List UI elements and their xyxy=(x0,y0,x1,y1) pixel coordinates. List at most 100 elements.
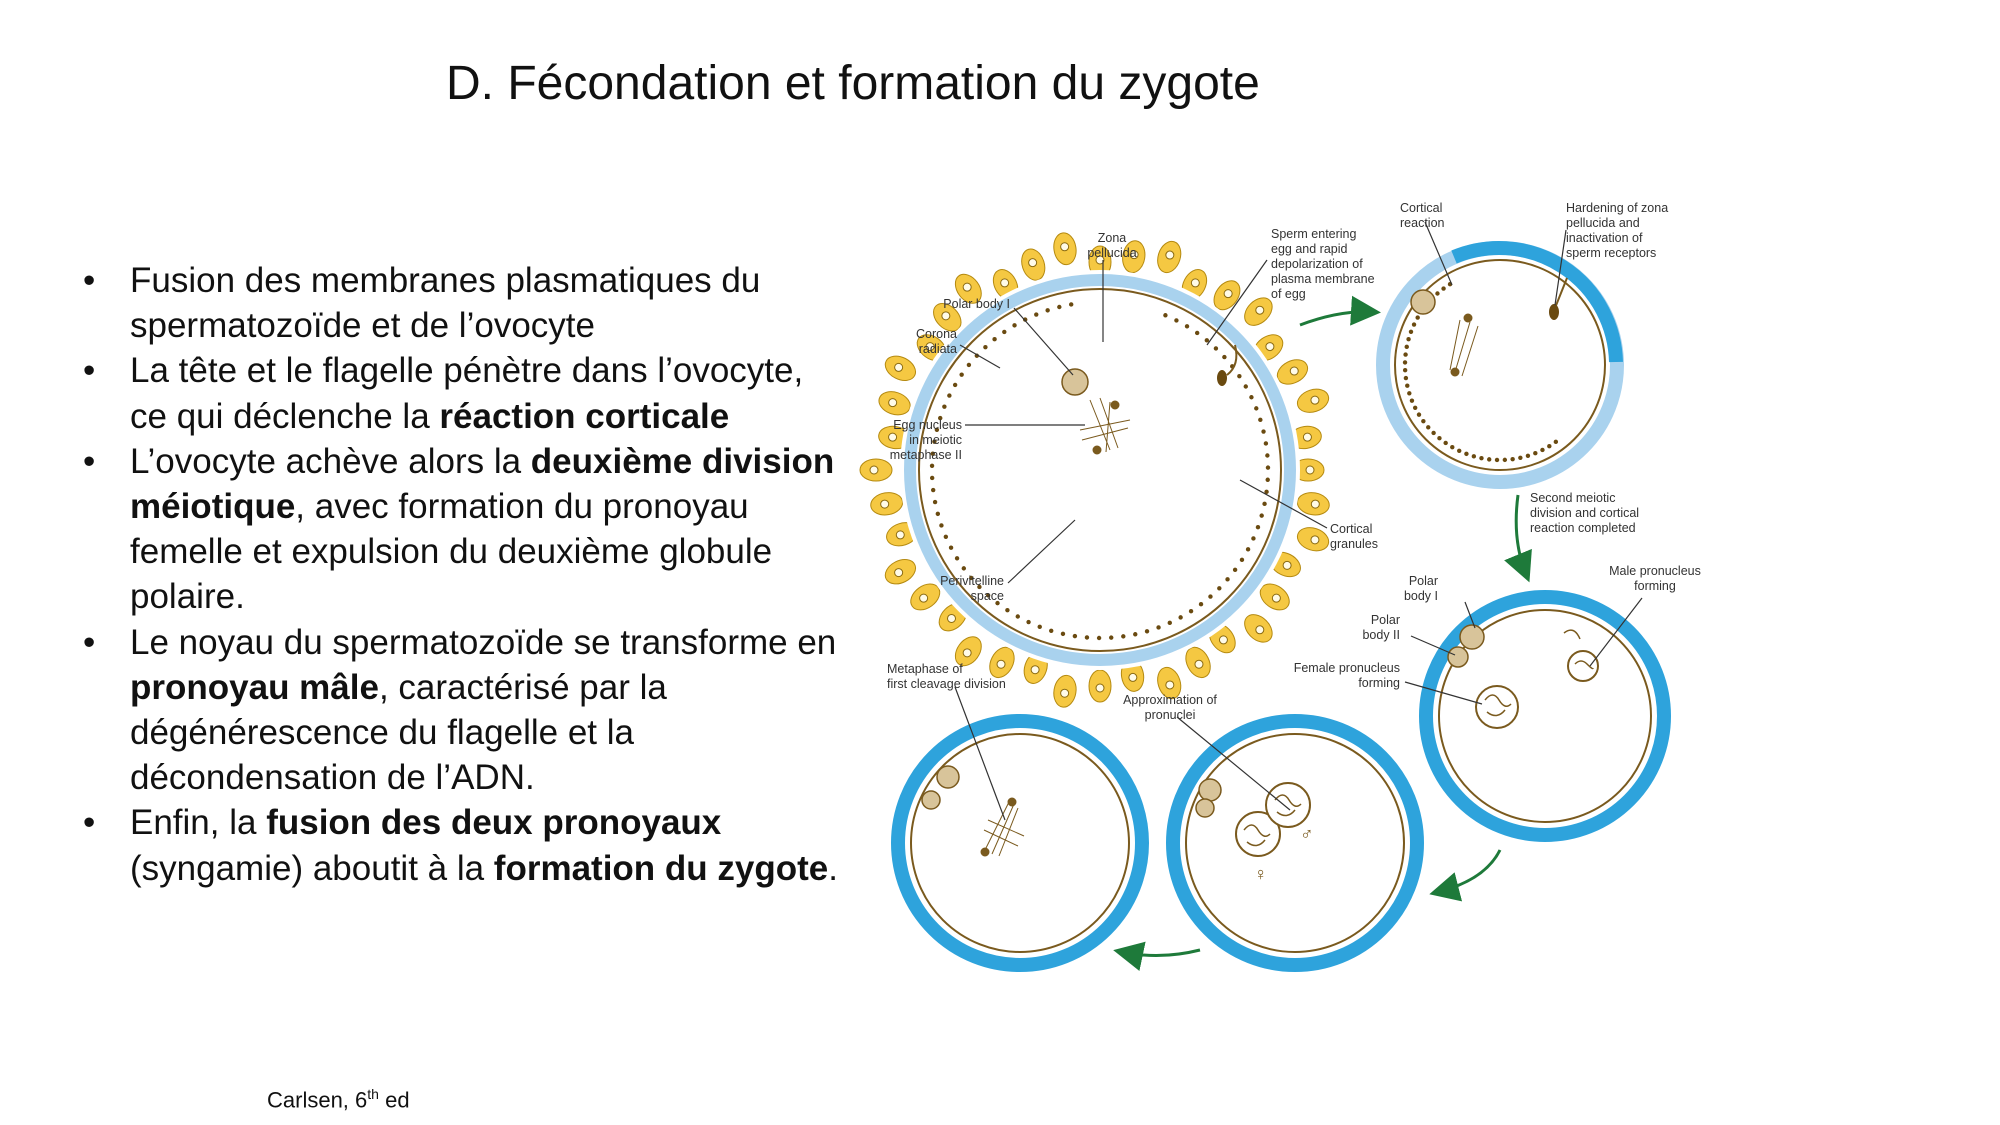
cortical-granule xyxy=(1479,455,1484,461)
corona-cell-nucleus xyxy=(880,499,890,509)
corona-cell-nucleus xyxy=(1305,465,1315,475)
label-line: Approximation of xyxy=(1123,693,1217,707)
label-line: Metaphase of xyxy=(887,662,963,676)
corona-cell-nucleus xyxy=(869,465,879,475)
cortical-granule xyxy=(1015,614,1020,619)
cortical-granule xyxy=(1049,628,1054,633)
stage-2-cortical-reaction xyxy=(1376,241,1624,489)
cortical-granule xyxy=(1217,586,1222,591)
cortical-granule xyxy=(1255,524,1261,530)
cortical-granule xyxy=(948,545,954,550)
cortical-granule xyxy=(977,584,982,590)
cortical-granule xyxy=(1222,354,1227,360)
corona-cell-nucleus xyxy=(1194,659,1204,669)
polar-body-stage2 xyxy=(1410,289,1436,315)
corona-cell-nucleus xyxy=(947,613,957,623)
cortical-granule xyxy=(1026,619,1031,625)
label-line: metaphase II xyxy=(890,448,962,462)
corona-cell-nucleus xyxy=(1030,665,1040,675)
corona-cell-nucleus xyxy=(888,432,898,442)
cortical-granule xyxy=(1518,455,1523,460)
corona-cell-nucleus xyxy=(1060,242,1070,252)
cortical-granule xyxy=(1510,456,1515,462)
polar-body-1-stage4 xyxy=(1198,778,1222,802)
corona-cell-nucleus xyxy=(1095,255,1105,265)
cortical-granule xyxy=(1121,634,1126,639)
cortical-granule xyxy=(1167,620,1172,626)
bullet-text: , caractérisé par la dégénérescence du f… xyxy=(130,667,667,798)
corona-cell-nucleus xyxy=(1165,680,1175,690)
cortical-granule xyxy=(1144,629,1150,634)
sperm-head-stage2 xyxy=(1549,304,1559,320)
cortical-granule xyxy=(1225,577,1230,582)
corona-cell-nucleus xyxy=(925,342,935,352)
zona-stage3 xyxy=(1419,590,1671,842)
bullet-emphasis: deuxième division méiotique xyxy=(130,441,835,527)
corona-cell-nucleus xyxy=(1060,688,1070,698)
credit-sup: th xyxy=(367,1086,379,1102)
corona-cell-nucleus xyxy=(941,311,951,321)
cortical-granule xyxy=(1072,633,1078,639)
label-line: plasma membrane xyxy=(1271,272,1375,286)
female-symbol: ♀ xyxy=(1254,864,1268,884)
cortical-granule xyxy=(1443,440,1448,446)
corona-cell-nucleus xyxy=(1265,342,1275,352)
label-line: first cleavage division xyxy=(887,677,1006,691)
credit-suffix: ed xyxy=(378,1087,410,1113)
cortical-granule xyxy=(1553,439,1559,445)
cortical-granule xyxy=(1198,602,1204,607)
cortical-granule xyxy=(1263,441,1269,446)
label-line: division and cortical xyxy=(1530,506,1639,520)
zona-pellucida xyxy=(904,274,1296,666)
cortical-granule xyxy=(995,600,1000,606)
corona-cell-nucleus xyxy=(1255,305,1265,315)
corona-cell-nucleus xyxy=(1310,395,1320,405)
cortical-granule xyxy=(932,439,937,444)
cortical-granule xyxy=(1249,395,1254,400)
cortical-granule xyxy=(1262,501,1267,507)
arrow-3-to-4 xyxy=(1429,849,1502,902)
corona-cell-nucleus xyxy=(996,659,1006,669)
cortical-granule xyxy=(1403,375,1409,381)
corona-cell-nucleus xyxy=(895,530,905,540)
cortical-granule xyxy=(1441,286,1446,291)
cortical-granule xyxy=(1431,430,1436,436)
bullet-emphasis: fusion des deux pronoyaux xyxy=(266,803,722,843)
arrow-1-to-2 xyxy=(1299,295,1381,327)
label-line: Polar xyxy=(1409,574,1438,588)
female-pronucleus-stage4 xyxy=(1235,811,1281,857)
cortical-granule xyxy=(947,393,952,398)
bullet-text: Le noyau du spermatozoïde se transforme … xyxy=(130,622,837,662)
cortical-granule xyxy=(954,556,960,561)
cortical-granule xyxy=(1208,594,1213,599)
cortical-granule xyxy=(929,463,935,469)
cortical-granule xyxy=(1254,406,1259,411)
zona-stage4 xyxy=(1166,714,1424,972)
spindle-stage2 xyxy=(1449,313,1479,377)
cortical-granule xyxy=(1261,429,1266,434)
label-line: forming xyxy=(1358,676,1400,690)
bullet-emphasis: formation du zygote xyxy=(493,848,829,888)
cortical-granule xyxy=(1409,398,1415,403)
cortical-granule xyxy=(1156,625,1161,630)
female-pronucleus xyxy=(1475,685,1519,729)
cortical-granule xyxy=(1096,635,1102,641)
corona-cell-nucleus xyxy=(1218,635,1228,645)
label-line: of egg xyxy=(1271,287,1306,301)
label-line: Second meiotic xyxy=(1530,491,1615,505)
label-line: pronuclei xyxy=(1145,708,1196,722)
cortical-granule xyxy=(983,344,988,350)
cortical-granule xyxy=(1109,635,1114,640)
cortical-granule xyxy=(1188,608,1194,614)
cortical-granule xyxy=(930,451,935,456)
label-line: forming xyxy=(1634,579,1676,593)
cortical-granule xyxy=(1265,477,1270,482)
cortical-granule xyxy=(1402,360,1408,365)
stage-1-egg xyxy=(859,232,1330,708)
label-line: Corona xyxy=(916,327,957,341)
